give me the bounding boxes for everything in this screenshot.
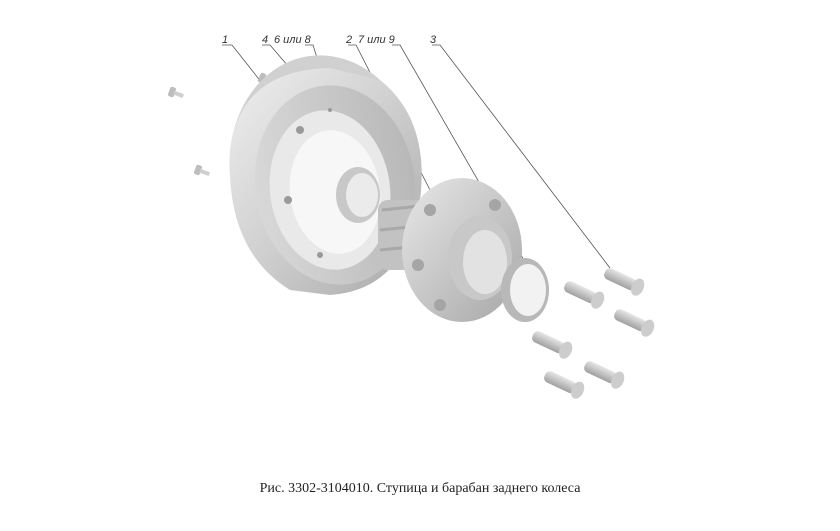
callout-3: 3 [430, 34, 437, 46]
bearing-race-inner [336, 167, 380, 223]
wheel-studs [532, 268, 655, 399]
callout-7-or-9: 7 или 9 [358, 34, 395, 46]
brake-drum [229, 55, 422, 295]
callout-2: 2 [346, 34, 353, 46]
wheel-hub [378, 178, 522, 322]
bearing-race-outer [501, 258, 549, 322]
callout-4: 4 [262, 34, 269, 46]
callout-6-or-8: 6 или 8 [274, 34, 311, 46]
figure-caption: Рис. 3302-3104010. Ступица и барабан зад… [259, 481, 581, 496]
callout-1: 1 [222, 34, 229, 46]
